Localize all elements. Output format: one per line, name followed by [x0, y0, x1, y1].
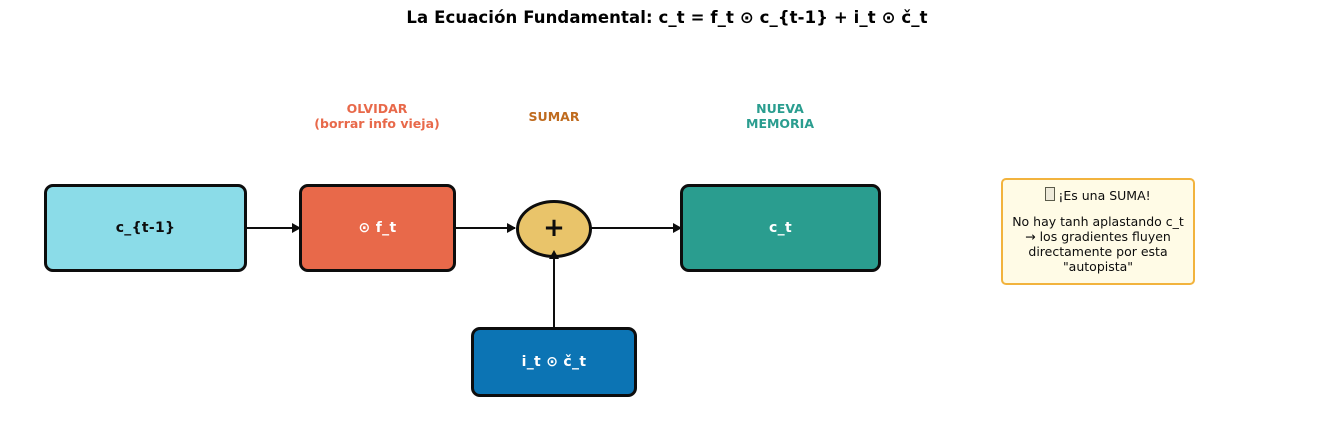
node-plus-operator: + [516, 200, 592, 258]
callout-body-text: No hay tanh aplastando c_t → los gradien… [1012, 214, 1184, 274]
arrow-forget-gate-to-plus [455, 223, 516, 233]
stage-label-sum: SUMAR [528, 109, 580, 124]
node-new-cell-state: c_t [680, 184, 881, 272]
callout-heading-text: ¡Es una SUMA! [1058, 188, 1151, 203]
arrow-plus-to-new-cell [591, 223, 682, 233]
node-previous-cell-state: c_{t-1} [44, 184, 247, 272]
missing-glyph-icon [1045, 187, 1056, 201]
stage-label-new-memory: NUEVA MEMORIA [746, 101, 814, 131]
page-title: La Ecuación Fundamental: c_t = f_t ⊙ c_{… [406, 8, 928, 27]
arrow-input-gate-to-plus [549, 250, 559, 330]
stage-label-forget: OLVIDAR (borrar info vieja) [314, 101, 440, 131]
callout-box: ¡Es una SUMA! No hay tanh aplastando c_t… [1001, 178, 1195, 285]
node-forget-gate: ⊙ f_t [299, 184, 456, 272]
callout-heading: ¡Es una SUMA! [1009, 187, 1187, 204]
node-input-gate: i_t ⊙ č_t [471, 327, 637, 397]
arrow-prev-cell-to-forget-gate [246, 223, 301, 233]
